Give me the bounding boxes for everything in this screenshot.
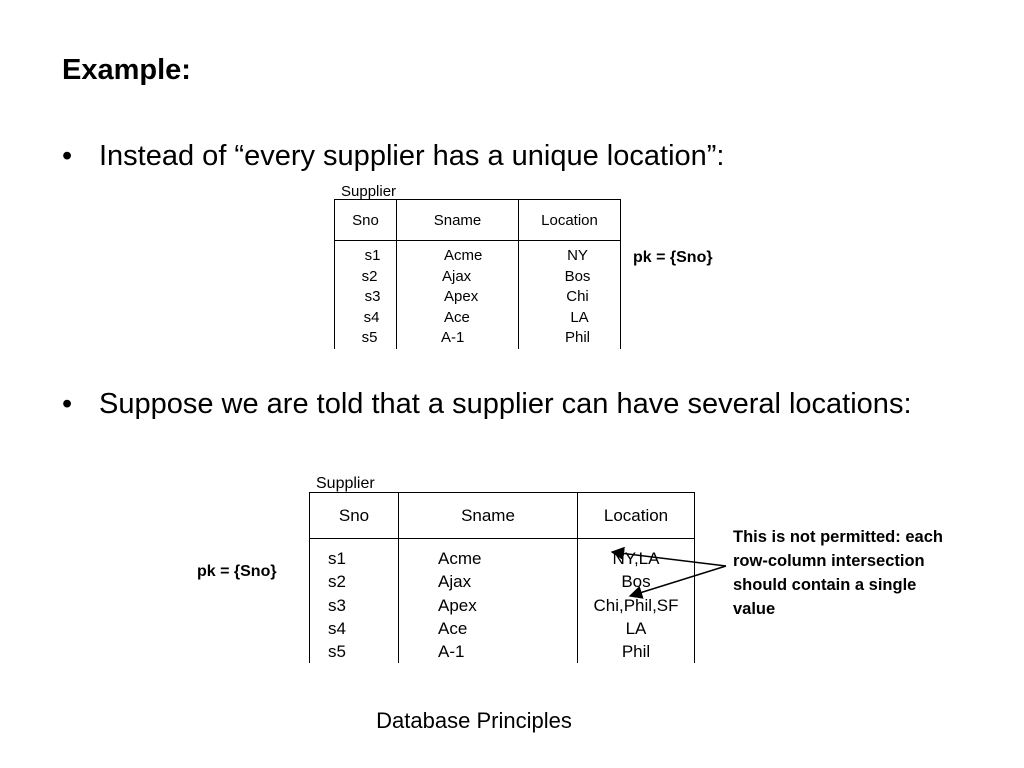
cell: LA xyxy=(570,308,589,326)
bullet-marker: • xyxy=(62,140,73,172)
cell: s3 xyxy=(364,288,381,305)
column-header-sno: Sno xyxy=(334,199,397,241)
location-column: NY Bos Chi LA Phil xyxy=(518,240,621,349)
bullet-text: Suppose we are told that a supplier can … xyxy=(99,388,912,420)
cell: s2 xyxy=(361,267,378,285)
column-header-location: Location xyxy=(577,492,695,539)
primary-key-label: pk = {Sno} xyxy=(197,563,277,580)
cell: A-1 xyxy=(438,642,465,662)
cell: LA xyxy=(625,618,647,638)
bullet-item: • Instead of “every supplier has a uniqu… xyxy=(62,137,942,175)
cell: Phil xyxy=(564,329,590,346)
cell: Ace xyxy=(438,618,468,638)
cell: Apex xyxy=(438,595,477,615)
cell: Chi xyxy=(566,288,589,305)
cell: NY xyxy=(567,247,588,264)
sname-column: Acme Ajax Apex Ace A-1 xyxy=(398,538,578,664)
column-header-sname: Sname xyxy=(398,492,578,539)
cell: s5 xyxy=(328,642,346,662)
primary-key-label: pk = {Sno} xyxy=(633,249,713,266)
cell: Ace xyxy=(444,308,470,326)
arrow-to-chi-phil-sf xyxy=(628,565,727,599)
table2-name: Supplier xyxy=(316,475,375,492)
table1-name: Supplier xyxy=(341,183,397,200)
cell: s5 xyxy=(361,329,378,346)
cell: Acme xyxy=(438,549,482,568)
cell: s4 xyxy=(363,308,380,326)
cell: Phil xyxy=(621,642,651,662)
arrow-to-ny-la xyxy=(610,546,727,567)
cell: Chi,Phil,SF xyxy=(593,595,679,615)
sno-column: s1 s2 s3 s4 s5 xyxy=(309,538,399,664)
cell: Ajax xyxy=(442,267,472,285)
cell: s2 xyxy=(328,572,346,592)
bullet-item: • Suppose we are told that a supplier ca… xyxy=(62,385,942,423)
cell: s1 xyxy=(364,247,381,264)
bullet-marker: • xyxy=(62,388,73,420)
cell: Bos xyxy=(564,267,591,285)
cell: Acme xyxy=(444,247,483,264)
cell: s4 xyxy=(328,618,346,638)
cell: Ajax xyxy=(438,572,472,592)
cell: s3 xyxy=(328,595,346,615)
cell: A-1 xyxy=(441,329,465,346)
sno-column: s1 s2 s3 s4 s5 xyxy=(334,240,397,349)
annotation-note: This is not permitted: each row-column i… xyxy=(733,528,943,618)
column-header-location: Location xyxy=(518,199,621,241)
cell: Apex xyxy=(444,288,479,305)
supplier-table-1: Sno Sname Location s1 s2 s3 s4 s5 Acme A… xyxy=(334,199,621,349)
slide-title: Example: xyxy=(62,54,191,86)
cell: s1 xyxy=(328,549,346,568)
bullet-text: Instead of “every supplier has a unique … xyxy=(99,140,725,172)
slide-footer: Database Principles xyxy=(376,708,572,733)
